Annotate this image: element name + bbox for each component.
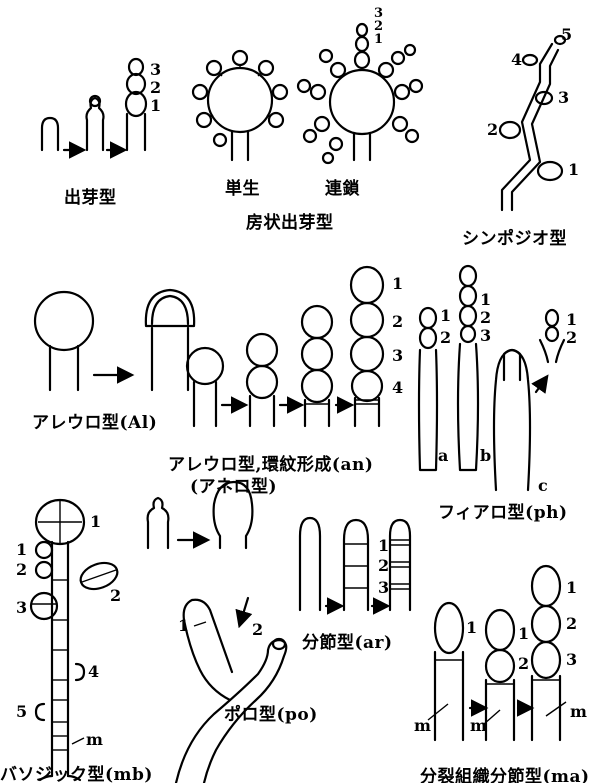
budding-num-1: 1 <box>150 96 162 115</box>
sympodial-figure <box>498 34 567 212</box>
botryose-num-1: 1 <box>374 32 384 47</box>
phialide-b-num-3: 3 <box>480 326 492 345</box>
botryose-single-figure <box>191 49 289 162</box>
sympodial-num-1: 1 <box>568 160 580 179</box>
porogenous-num-2: 2 <box>252 620 264 639</box>
sympodial-label: シンポジオ型 <box>462 229 567 249</box>
phialide-b-num-2: 2 <box>480 308 492 327</box>
sympodial-num-4: 4 <box>511 50 523 69</box>
basauxic-num-3: 3 <box>16 598 28 617</box>
arthric-num-1: 1 <box>378 536 390 555</box>
phialide-a-num-2: 2 <box>440 328 452 347</box>
meristem-num-1a: 1 <box>466 618 478 637</box>
meristem-marker-m3: m <box>570 702 587 721</box>
arthric-label: 分節型(ar) <box>302 633 393 653</box>
annellide-num-3: 3 <box>392 346 404 365</box>
botryose-single-label: 単生 <box>225 179 260 199</box>
phialide-c-num-2: 2 <box>566 328 578 347</box>
basauxic-label: バソジック型(mb) <box>0 765 153 783</box>
meristem-marker-m2: m <box>470 716 487 735</box>
porogenous-figure <box>146 480 288 783</box>
budding-num-2: 2 <box>150 78 162 97</box>
annellide-num-2: 2 <box>392 312 404 331</box>
phialide-c-num-1: 1 <box>566 310 578 329</box>
meristem-num-2a: 2 <box>518 654 530 673</box>
botryose-chain-label: 連鎖 <box>325 179 360 199</box>
annellide-label: アレウロ型,環紋形成(an) <box>168 455 374 475</box>
meristem-num-3: 3 <box>566 650 578 669</box>
budding-label: 出芽型 <box>64 188 117 208</box>
annellide-sublabel: (アネロ型) <box>190 477 278 497</box>
phialide-label: フィアロ型(ph) <box>438 503 568 523</box>
basauxic-num-1b: 1 <box>16 540 28 559</box>
annellide-num-1: 1 <box>392 274 404 293</box>
phialide-letter-b: b <box>480 446 492 465</box>
sympodial-num-3: 3 <box>558 88 570 107</box>
basauxic-num-1a: 1 <box>90 512 102 531</box>
annellide-figure <box>185 265 385 428</box>
meristem-figure <box>427 564 567 742</box>
annellide-num-4: 4 <box>392 378 404 397</box>
phialide-letter-a: a <box>438 446 449 465</box>
meristem-num-1b: 1 <box>518 624 530 643</box>
basauxic-num-2a: 2 <box>16 560 28 579</box>
sympodial-num-5: 5 <box>561 25 573 44</box>
basauxic-num-4: 4 <box>88 662 100 681</box>
arthric-num-2: 2 <box>378 556 390 575</box>
arthric-num-3: 3 <box>378 578 390 597</box>
basauxic-figure <box>29 498 119 782</box>
phialide-figure <box>417 264 566 492</box>
arthric-figure <box>298 516 412 615</box>
meristem-num-1c: 1 <box>566 578 578 597</box>
budding-figure <box>40 57 148 159</box>
sympodial-num-2: 2 <box>487 120 499 139</box>
budding-num-3: 3 <box>150 60 162 79</box>
botryose-chain-figure <box>296 22 424 165</box>
phialide-letter-c: c <box>538 476 548 495</box>
phialide-b-num-1: 1 <box>480 290 492 309</box>
botryose-num-2: 2 <box>374 19 384 34</box>
basauxic-num-5: 5 <box>16 702 28 721</box>
porogenous-num-1: 1 <box>178 616 190 635</box>
botryose-num-3: 3 <box>374 6 384 21</box>
phialide-a-num-1: 1 <box>440 306 452 325</box>
aleurio-figure <box>33 288 196 392</box>
meristem-num-2b: 2 <box>566 614 578 633</box>
basauxic-marker-m: m <box>86 730 103 749</box>
aleurio-label: アレウロ型(Al) <box>32 413 158 433</box>
meristem-label: 分裂組織分節型(ma) <box>420 767 590 783</box>
basauxic-num-2b: 2 <box>110 586 122 605</box>
porogenous-label: ポロ型(po) <box>224 705 318 725</box>
meristem-marker-m1: m <box>414 716 431 735</box>
botryose-label: 房状出芽型 <box>246 213 334 233</box>
